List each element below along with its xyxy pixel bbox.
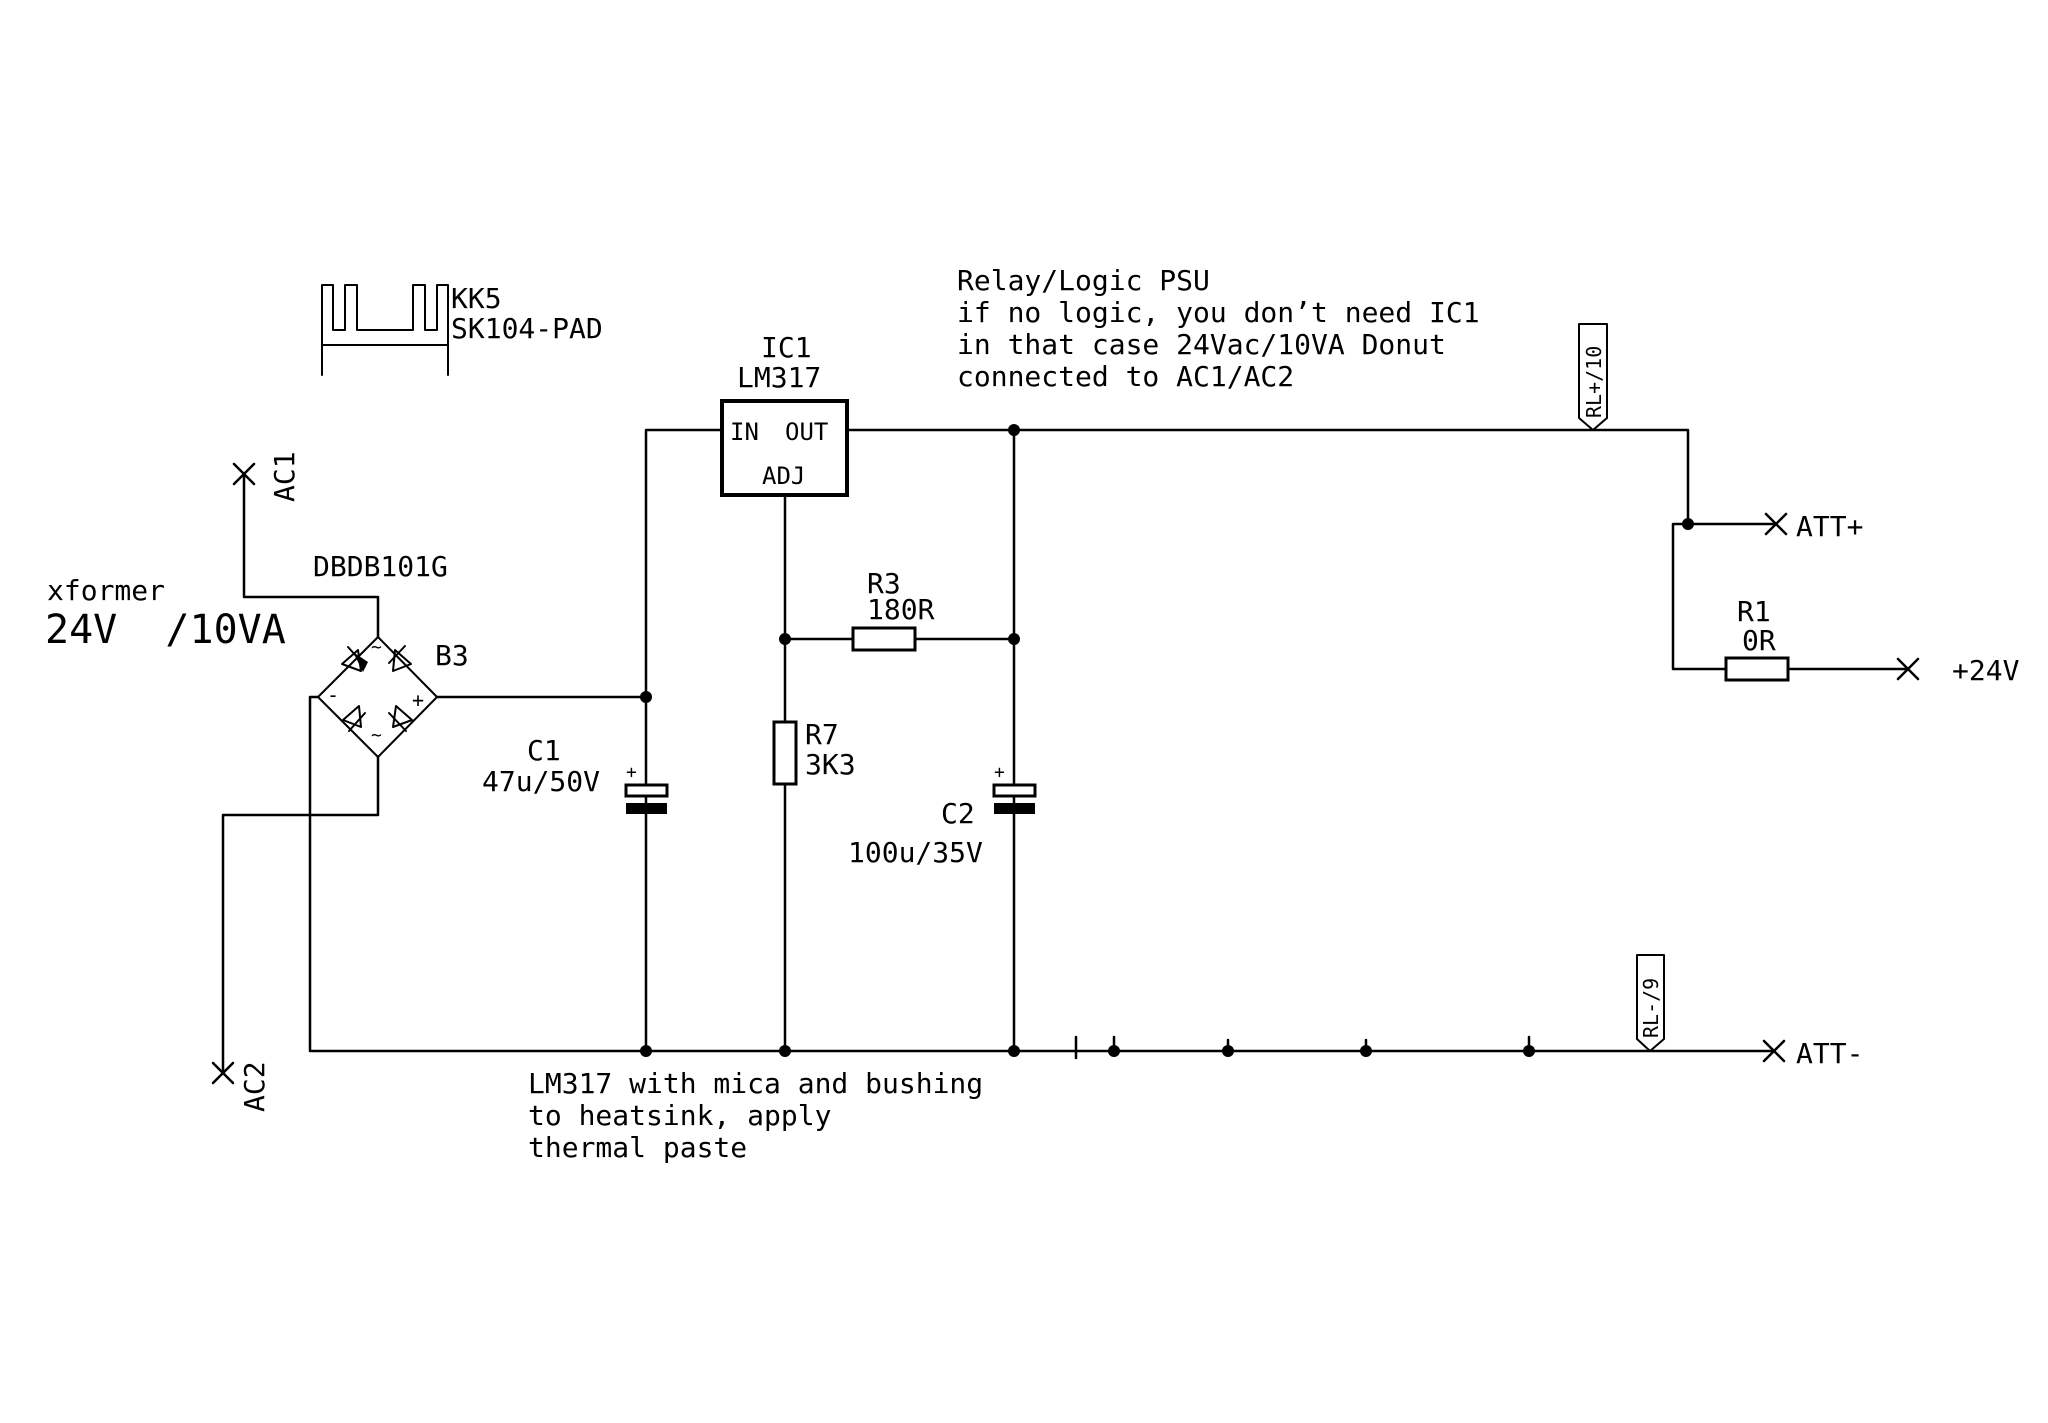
mount-note-line1: LM317 with mica and bushing: [528, 1067, 983, 1100]
capacitor-c1-value: 47u/50V: [482, 765, 600, 798]
resistor-r1-value: 0R: [1742, 624, 1776, 657]
mount-note-line3: thermal paste: [528, 1131, 747, 1164]
resistor-r1: [1724, 656, 1790, 682]
psu-note-line3: in that case 24Vac/10VA Donut: [957, 328, 1446, 361]
capacitor-c2-polarity: +: [994, 762, 1005, 783]
resistor-r3-ref: R3: [867, 567, 901, 600]
regulator-ref: IC1: [761, 331, 812, 364]
rl-minus-label: RL-/9: [1639, 978, 1663, 1038]
resistor-r1-ref: R1: [1737, 595, 1771, 628]
capacitor-c1-polarity: +: [626, 762, 637, 783]
bridge-value: DBDB101G: [313, 550, 448, 583]
capacitor-c2-value: 100u/35V: [848, 836, 983, 869]
capacitor-c1-ref: C1: [527, 734, 561, 767]
v24-port-marker: [1896, 657, 1920, 681]
resistor-r7-ref: R7: [805, 718, 839, 751]
psu-note-line4: connected to AC1/AC2: [957, 360, 1294, 393]
bridge-minus-mark: -: [327, 683, 339, 707]
rl-plus-flag: [1578, 323, 1608, 431]
transformer-label: xformer: [47, 574, 165, 607]
junctions: [640, 424, 1694, 1060]
regulator-pin-adj: ADJ: [762, 462, 805, 490]
psu-note-title: Relay/Logic PSU: [957, 264, 1210, 297]
heatsink-ref: KK5: [451, 282, 502, 315]
ac2-port-label: AC2: [238, 1061, 271, 1112]
capacitor-c1: [624, 783, 669, 814]
transformer-value: 24V /10VA: [45, 607, 286, 653]
psu-note-line2: if no logic, you don’t need IC1: [957, 296, 1480, 329]
regulator-pin-out: OUT: [785, 418, 828, 446]
att-minus-port-marker: [1762, 1039, 1786, 1063]
att-plus-port-marker: [1764, 512, 1788, 536]
regulator-pin-in: IN: [730, 418, 759, 446]
heatsink-value: SK104-PAD: [451, 312, 603, 345]
wires: [221, 428, 1910, 1075]
bridge-ac-mark-bottom: ~: [371, 725, 382, 746]
att-minus-port-label: ATT-: [1796, 1037, 1863, 1070]
v24-port-label: +24V: [1952, 654, 2020, 687]
resistor-r3-value: 180R: [867, 593, 935, 626]
bridge-ac-mark-top: ~: [371, 637, 382, 658]
resistor-r3: [851, 626, 917, 652]
bridge-ref: B3: [435, 639, 469, 672]
att-plus-port-label: ATT+: [1796, 510, 1863, 543]
regulator-value: LM317: [737, 361, 821, 394]
capacitor-c2-ref: C2: [941, 797, 975, 830]
resistor-r7-value: 3K3: [805, 748, 856, 781]
capacitor-c2: [992, 783, 1037, 814]
bridge-plus-mark: +: [412, 688, 424, 712]
rl-plus-label: RL+/10: [1582, 346, 1606, 418]
rl-minus-flag: [1636, 954, 1665, 1052]
resistor-r7: [772, 720, 798, 786]
heatsink-symbol: [321, 284, 449, 376]
ac1-port-label: AC1: [268, 451, 301, 502]
mount-note-line2: to heatsink, apply: [528, 1099, 831, 1132]
